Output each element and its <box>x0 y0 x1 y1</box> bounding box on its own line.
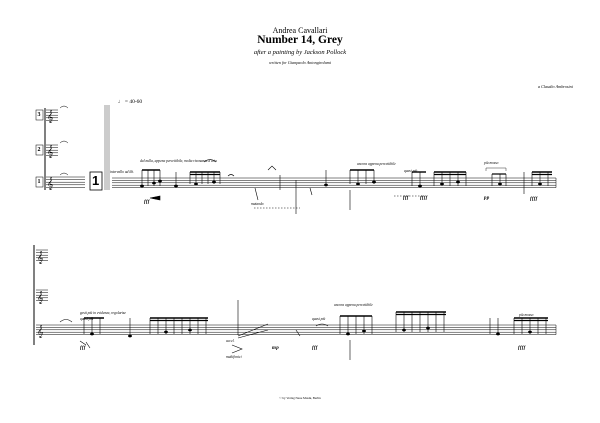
rehearsal-mark: 1 <box>92 173 100 188</box>
svg-text:𝄞: 𝄞 <box>47 177 54 190</box>
expression-ancora: ancora appena percettibile <box>357 162 396 166</box>
staff-number-1: 1 <box>37 179 41 185</box>
staff-number-2: 2 <box>37 147 41 153</box>
dynamic-2: fff <box>403 196 409 201</box>
expression-dal-nulla: dal nulla, appena percettibile, molta ri… <box>140 159 217 163</box>
svg-text:𝄞: 𝄞 <box>47 145 54 158</box>
dynamic-1: fff <box>144 200 150 205</box>
system2-staves <box>33 245 557 345</box>
dynamic-4: pp <box>484 196 490 201</box>
legend-staff-1 <box>46 176 85 188</box>
legend-staff-2 <box>46 144 58 156</box>
expression-intervallo: intervallo ad lib. <box>110 170 135 174</box>
svg-text:𝄞: 𝄞 <box>37 291 44 304</box>
expression-quasi-piu-2b: quasi più <box>312 317 326 321</box>
dedicatee-line: a Claudio Ambrosini <box>538 84 573 89</box>
expression-piu-mosso: più mosso <box>484 161 499 165</box>
copyright-notice: © by Verlag Neue Musik, Berlin <box>279 396 321 400</box>
svg-text:𝄞: 𝄞 <box>37 251 44 264</box>
piece-subtitle: after a painting by Jackson Pollock <box>253 49 347 56</box>
dynamic-s2-3: fff <box>312 346 318 351</box>
staff-number-3: 3 <box>37 112 41 118</box>
expression-ancora-2: ancora appena percettibile <box>334 303 373 307</box>
tempo-marking: ♩ = 40-60 <box>118 99 143 105</box>
expression-quasi-piu-2a: quasi più <box>80 317 94 321</box>
expression-quasi-piu: quasi più <box>404 169 418 173</box>
expression-gesti: gesti più in evidenza, regolarizz <box>80 311 126 315</box>
expression-piu-mosso-2: più mosso <box>519 313 534 317</box>
svg-text:𝄞: 𝄞 <box>37 325 44 338</box>
piece-title: Number 14, Grey <box>257 34 343 46</box>
written-for-line: written for Gianpaolo Antongirolami <box>268 60 331 65</box>
system1-staff <box>112 177 557 188</box>
dynamic-5: ffff <box>530 197 538 202</box>
dynamic-s2-1: fff <box>80 346 86 351</box>
dynamic-3: ffff <box>420 196 428 201</box>
expression-multifonici: multifonici <box>226 355 242 359</box>
dynamic-s2-4: ffff <box>518 346 526 351</box>
expression-mutando: mutando <box>251 202 264 206</box>
composer-name: Andrea Cavallari <box>272 26 328 35</box>
legend-staff-3 <box>46 109 58 121</box>
svg-text:𝄞: 𝄞 <box>47 110 54 123</box>
dynamic-s2-2: mp <box>272 346 279 351</box>
expression-accel: accel. <box>226 339 235 343</box>
